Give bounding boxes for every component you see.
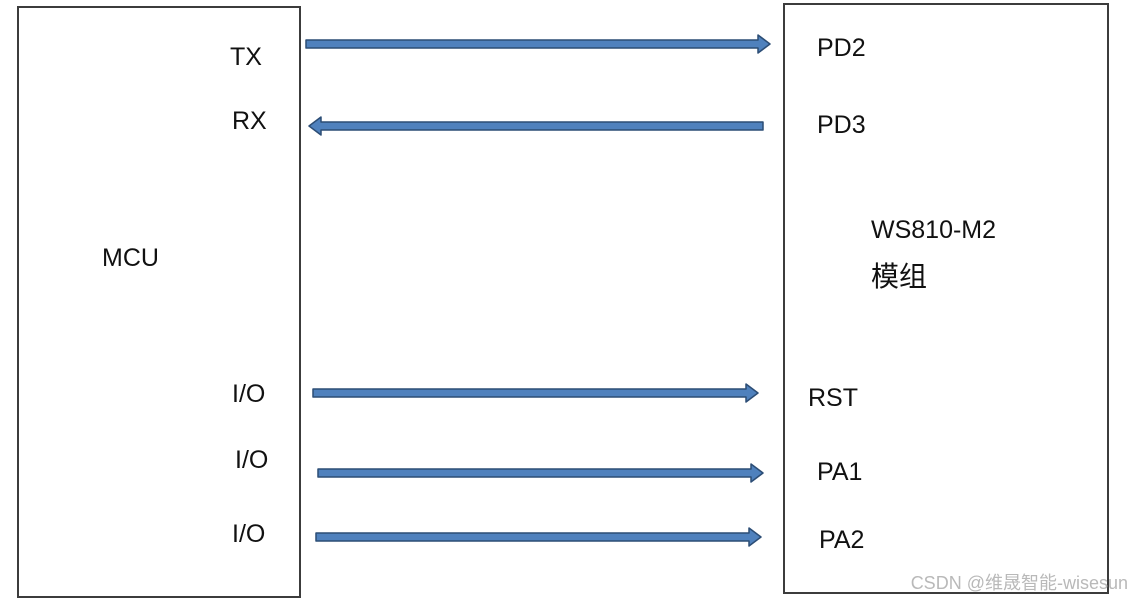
module-pin-pa2: PA2 — [819, 526, 865, 554]
module-pin-pd3: PD3 — [817, 111, 866, 139]
module-block — [783, 3, 1109, 594]
arrow-tx-to-pd2 — [305, 34, 771, 54]
mcu-pin-tx: TX — [230, 43, 262, 71]
mcu-block — [17, 6, 301, 598]
arrow-io-to-pa2 — [315, 527, 762, 547]
mcu-pin-io-1: I/O — [232, 380, 266, 408]
module-suffix: 模组 — [871, 261, 928, 292]
watermark-text: CSDN @维晟智能-wisesun — [910, 573, 1128, 593]
mcu-pin-rx: RX — [232, 107, 267, 135]
mcu-pin-io-2: I/O — [235, 446, 269, 474]
module-pin-pa1: PA1 — [817, 458, 863, 486]
module-pin-pd2: PD2 — [817, 34, 866, 62]
mcu-pin-io-3: I/O — [232, 520, 266, 548]
arrow-io-to-rst — [312, 383, 759, 403]
arrow-pd3-to-rx — [308, 116, 764, 136]
module-pin-rst: RST — [808, 384, 858, 412]
arrow-io-to-pa1 — [317, 463, 764, 483]
module-name: WS810-M2 — [871, 216, 997, 244]
mcu-label: MCU — [102, 244, 159, 272]
